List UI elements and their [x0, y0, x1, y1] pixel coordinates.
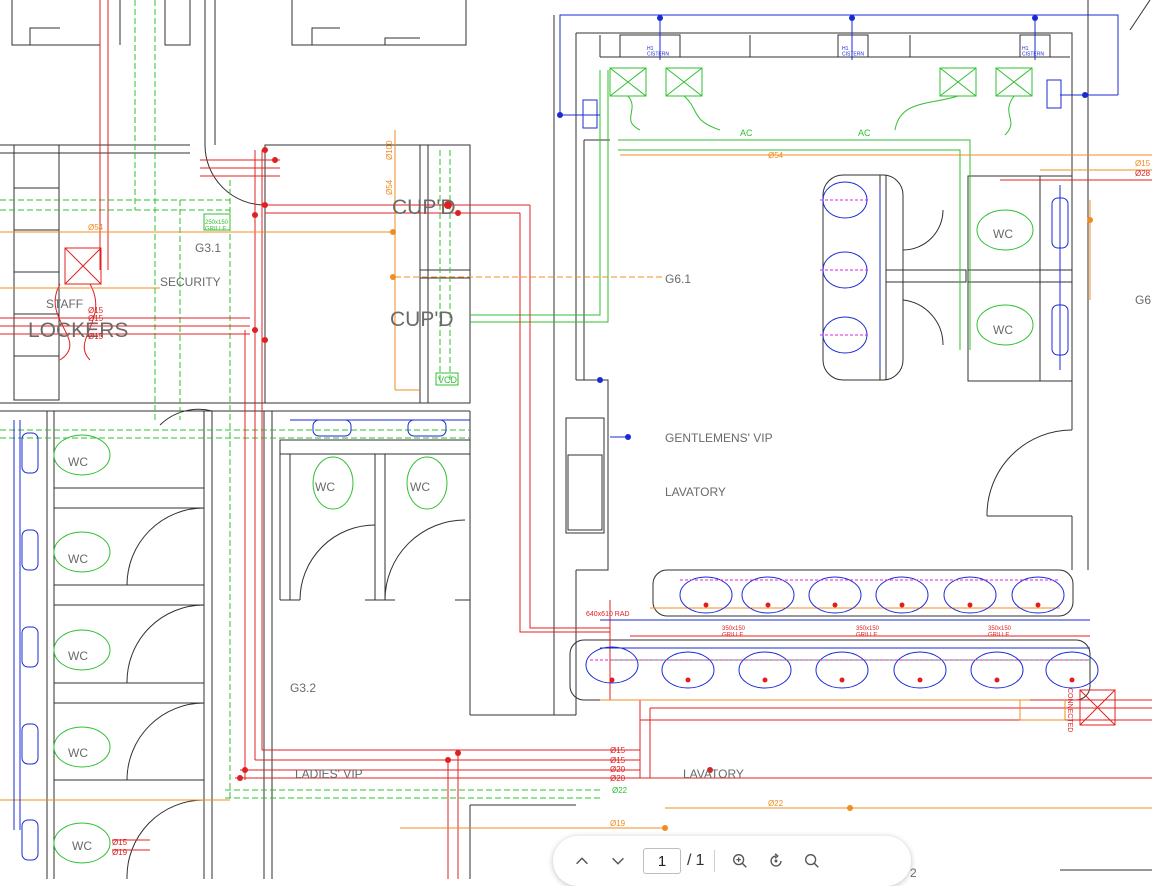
pipe-size-label: Ø15: [610, 756, 626, 765]
pipe-size-label: Ø28: [1135, 169, 1151, 178]
chevron-down-icon: [612, 857, 624, 865]
cold-joints: [557, 15, 1088, 440]
vent-ducts: [203, 67, 1090, 661]
zoom-in-icon: [733, 854, 748, 868]
pipe-size-label: Ø20: [610, 774, 626, 783]
wc-label: WC: [68, 455, 88, 469]
wc-bowls: [53, 209, 1034, 864]
room-label-staff: STAFF: [46, 297, 83, 311]
gas-joints: [390, 217, 1093, 831]
cold-pipes: [13, 14, 1119, 861]
chevron-up-icon: [576, 857, 588, 865]
gas-pipes: [0, 130, 1152, 829]
search-button[interactable]: [797, 846, 827, 876]
pipe-size-label: Ø22: [768, 799, 784, 808]
next-page-button[interactable]: [603, 846, 633, 876]
pipe-size-label: Ø15: [88, 332, 104, 341]
rotate-icon: [770, 853, 782, 867]
pipe-size-label: Ø15: [610, 746, 626, 755]
pipe-size-label: Ø19: [112, 848, 128, 857]
room-label-g32: G3.2: [290, 681, 316, 695]
pipe-size-label: Ø19: [610, 819, 626, 828]
room-label-lavatory-2: LAVATORY: [683, 767, 744, 781]
pipe-size-label: Ø54: [385, 179, 394, 195]
sink-basins: [585, 199, 1099, 689]
search-icon: [805, 854, 820, 868]
toolbar-divider: [714, 850, 716, 872]
room-label-g61: G6.1: [665, 272, 691, 286]
pipe-size-label: Ø15: [112, 838, 128, 847]
pipe-size-label: Ø54: [88, 223, 104, 232]
rotate-button[interactable]: [761, 846, 791, 876]
ac-label: AC: [858, 128, 871, 138]
room-label-cupd-top: CUP'D: [392, 196, 456, 219]
pipe-size-label: Ø22: [612, 786, 628, 795]
pipe-size-label: Ø20: [610, 765, 626, 774]
wc-label: WC: [68, 746, 88, 760]
room-label-ladies: LADIES' VIP: [295, 767, 363, 781]
wc-label: WC: [315, 480, 335, 494]
room-label-cupd-bottom: CUP'D: [390, 308, 454, 331]
room-label-gentlemens: GENTLEMENS' VIP: [665, 431, 773, 445]
page-separator: /: [687, 852, 692, 869]
room-label-security: SECURITY: [160, 275, 221, 289]
pipe-size-label: Ø100: [385, 140, 394, 160]
zoom-in-button[interactable]: [725, 846, 755, 876]
wc-label: WC: [68, 649, 88, 663]
wc-label: WC: [993, 227, 1013, 241]
prev-page-button[interactable]: [567, 846, 597, 876]
rad-label: 640x610 RAD: [586, 611, 630, 618]
room-label-g6: G6: [1135, 293, 1151, 307]
wc-label: WC: [410, 480, 430, 494]
pdf-toolbar: / 1: [553, 836, 911, 886]
wc-labels: WC WC WC WC WC WC WC WC WC: [68, 227, 1013, 853]
connected-label: CONNECTED: [1066, 688, 1073, 732]
room-label-g31: G3.1: [195, 241, 221, 255]
room-label-lavatory: LAVATORY: [665, 485, 726, 499]
hot-joints: [237, 147, 713, 781]
room-label-g2: 2: [910, 866, 917, 879]
pipe-size-label: Ø54: [768, 151, 784, 160]
wc-label: WC: [72, 839, 92, 853]
vent-lines: [0, 0, 600, 800]
total-pages: 1: [695, 852, 705, 869]
vcd-label: VCD: [438, 375, 458, 385]
room-label-lockers: LOCKERS: [28, 319, 128, 342]
wc-label: WC: [68, 552, 88, 566]
page-number-input[interactable]: [643, 848, 681, 874]
ac-label: AC: [740, 128, 753, 138]
pipe-size-label: Ø15: [88, 314, 104, 323]
wc-label: WC: [993, 323, 1013, 337]
pipe-size-label: Ø15: [1135, 159, 1151, 168]
pipe-size-label: Ø15: [88, 306, 104, 315]
